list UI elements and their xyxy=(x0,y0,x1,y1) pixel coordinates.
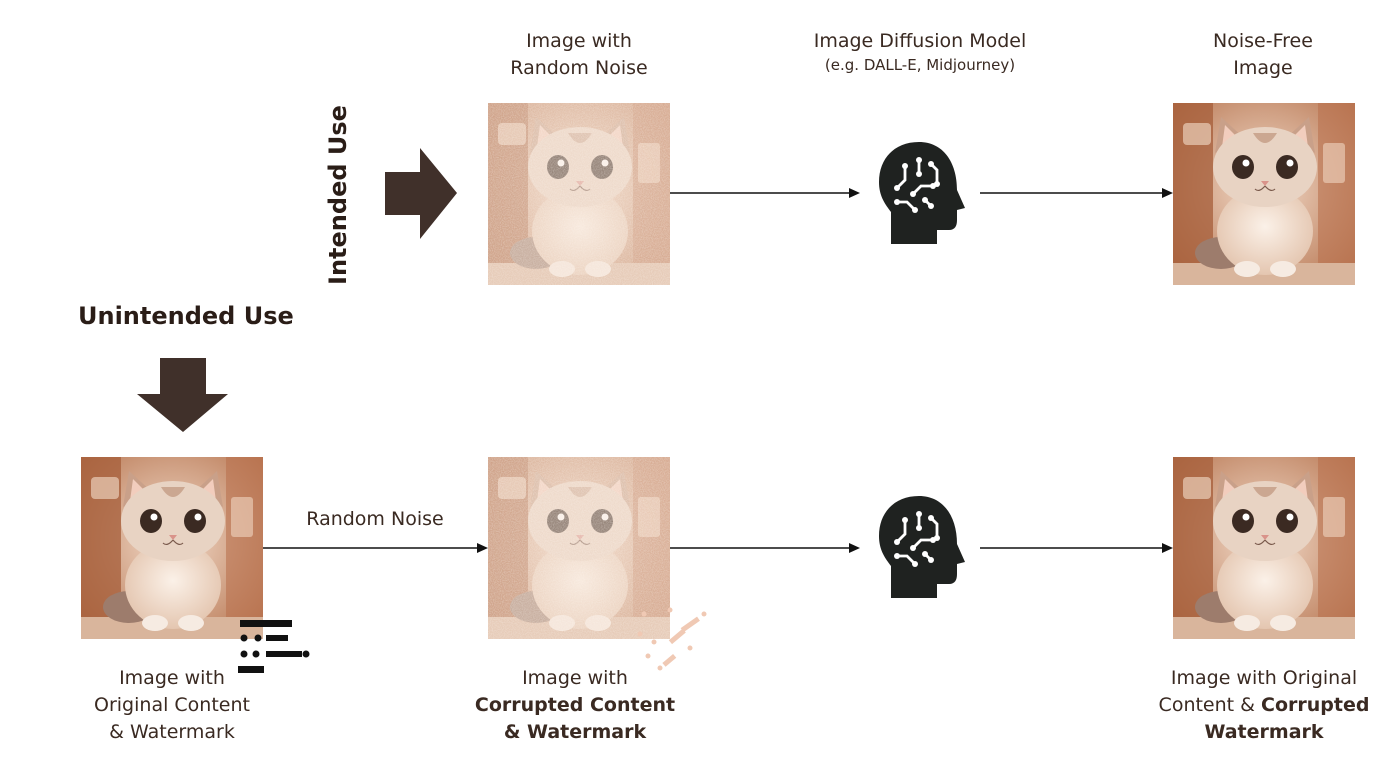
flow-arrow-bottom-2 xyxy=(668,543,860,553)
corrupted-cat-image xyxy=(488,457,670,639)
restored-cat-image xyxy=(1173,457,1355,639)
unintended-use-label: Unintended Use xyxy=(78,302,294,330)
ai-head-icon-bottom xyxy=(875,494,967,600)
noisy-image-caption: Image with Random Noise xyxy=(510,30,648,79)
restored-image-caption: Image with Original Content & Corrupted … xyxy=(1158,667,1370,743)
model-caption: Image Diffusion Model (e.g. DALL-E, Midj… xyxy=(813,30,1027,74)
random-noise-label: Random Noise xyxy=(306,508,444,530)
flow-arrow-bottom-3 xyxy=(980,543,1173,553)
flow-arrow-bottom-1 xyxy=(263,543,488,553)
flow-arrow-top-1 xyxy=(668,188,860,198)
ai-head-icon xyxy=(875,140,967,246)
flow-arrow-top-2 xyxy=(980,188,1173,198)
noise-free-cat-image xyxy=(1173,103,1355,285)
noisy-cat-image xyxy=(488,103,670,285)
big-right-arrow xyxy=(385,148,457,239)
original-image-caption: Image with Original Content & Watermark xyxy=(94,667,250,743)
big-down-arrow xyxy=(137,358,228,432)
noise-free-caption: Noise-Free Image xyxy=(1213,30,1313,79)
corrupted-image-caption: Image with Corrupted Content & Watermark xyxy=(474,667,676,743)
original-cat-image xyxy=(81,457,263,639)
